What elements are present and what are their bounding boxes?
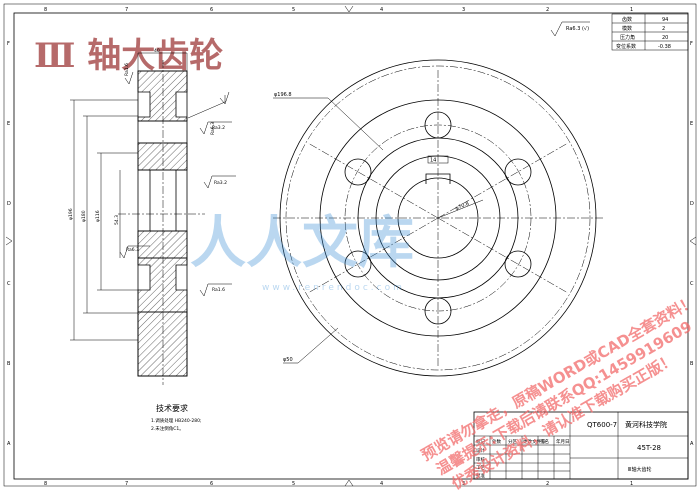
dim-w: 40 <box>154 48 160 54</box>
center-mark-top <box>344 5 354 13</box>
tb-col: 签名 <box>540 438 549 445</box>
ra-label: Ra6.3 <box>210 122 216 135</box>
center-mark-left <box>5 236 13 246</box>
tb-role: 审核 <box>476 456 485 463</box>
zone-mark: 3 <box>462 481 465 487</box>
watermark-logo: 人人文库 www.renrendoc.com <box>190 210 414 293</box>
drawing-number: QT600-7 <box>587 421 617 429</box>
zone-mark: 8 <box>44 481 47 487</box>
inner-border <box>13 12 689 480</box>
zone-marks-left: F E D C B A <box>7 41 11 447</box>
zone-mark: 2 <box>546 7 549 13</box>
zone-mark: F <box>690 41 693 47</box>
overlay-title: Ⅲ 轴大齿轮 <box>34 36 223 76</box>
tb-col: 处数 <box>492 438 501 445</box>
tech-requirements: 技术要求 1.调质处理 HB240-280; 2.未注倒角C1。 <box>151 403 202 432</box>
zone-mark: 3 <box>462 7 465 13</box>
zone-mark: 7 <box>125 7 128 13</box>
zone-mark: 1 <box>630 7 633 13</box>
zone-mark: 6 <box>210 481 213 487</box>
zone-mark: 7 <box>125 481 128 487</box>
zone-mark: 4 <box>380 7 383 13</box>
center-mark-right <box>689 236 697 246</box>
dim-label-circle: φ70.8 <box>455 201 471 212</box>
watermark-line: 预览请勿拿走，原稿WORD或CAD全套资料！ <box>418 292 698 464</box>
part-name: Ⅲ轴大齿轮 <box>628 466 651 473</box>
zone-mark: C <box>7 281 11 287</box>
dim-outer: φ196.8 <box>274 92 292 98</box>
tb-role: 工艺 <box>476 465 485 471</box>
tb-role: 设计 <box>476 447 485 454</box>
zone-marks-right: F E D C B A <box>690 41 694 447</box>
param-value: 94 <box>662 17 668 23</box>
dim-d2: φ180 <box>81 210 87 222</box>
ra-label: Ra1.6 <box>212 287 225 293</box>
section-view: 40 φ196 φ180 φ116 54.3 Ra1.6 Ra3.2 Ra3.2… <box>68 48 236 385</box>
param-value: -0.38 <box>658 44 671 50</box>
param-name: 变位系数 <box>616 43 636 50</box>
zone-mark: D <box>7 201 11 207</box>
zone-mark: 1 <box>630 481 633 487</box>
tb-col: 分区 <box>508 438 517 445</box>
zone-mark: E <box>7 121 10 127</box>
zone-mark: 2 <box>546 481 549 487</box>
center-mark-bottom <box>344 479 354 487</box>
zone-mark: B <box>690 361 694 367</box>
front-view: φ196.8 φ70.8 14 φ50 <box>273 59 603 377</box>
zone-mark: 5 <box>292 7 295 13</box>
dim-d1: φ196 <box>68 208 74 220</box>
watermark-text: 预览请勿拿走，原稿WORD或CAD全套资料！ 温馨提示:下载后请联系QQ:145… <box>418 292 698 490</box>
zone-mark: 8 <box>44 7 47 13</box>
zone-mark: 6 <box>210 7 213 13</box>
tech-item: 2.未注倒角C1。 <box>151 425 184 432</box>
ra-label: Ra3.2 <box>212 125 225 131</box>
dim-key-width: 14 <box>430 158 436 164</box>
dim-d3: φ116 <box>95 210 101 222</box>
roughness-note: Ra6.3 (√) <box>566 26 589 32</box>
tb-col: 标记 <box>476 438 485 445</box>
zone-marks-bottom: 8 7 6 5 4 3 2 1 <box>44 481 633 487</box>
title-block: QT600-7 黄河科技学院 45T-28 Ⅲ轴大齿轮 标记 处数 分区 更改文… <box>473 411 689 480</box>
zone-marks-top: 8 7 6 5 4 3 2 1 <box>44 7 633 13</box>
param-name: 齿数 <box>622 16 632 23</box>
material: 45T-28 <box>637 444 661 452</box>
parameter-table: 齿数 94 模数 2 压力角 20 变位系数 -0.38 <box>611 13 689 51</box>
pitch-circle <box>285 65 591 371</box>
zone-mark: E <box>690 121 693 127</box>
tb-col: 年月日 <box>556 438 570 445</box>
zone-mark: 4 <box>380 481 383 487</box>
tech-title: 技术要求 <box>156 403 188 413</box>
dim-key: 54.3 <box>114 215 120 225</box>
tech-item: 1.调质处理 HB240-280; <box>151 417 202 424</box>
zone-mark: 5 <box>292 481 295 487</box>
zone-mark: F <box>7 41 10 47</box>
param-name: 模数 <box>622 25 632 32</box>
zone-mark: A <box>690 441 694 447</box>
general-roughness: Ra6.3 (√) <box>550 21 590 37</box>
param-name: 压力角 <box>620 34 635 41</box>
zone-mark: C <box>690 281 694 287</box>
ra-label: Ra6.3 <box>126 247 139 253</box>
dim-inner: φ50 <box>283 357 293 363</box>
tb-col: 更改文件号 <box>523 438 546 445</box>
zone-mark: B <box>7 361 11 367</box>
ra-label: Ra1.6 <box>124 63 130 76</box>
tb-role: 批准 <box>476 472 485 479</box>
school-name: 黄河科技学院 <box>625 420 667 429</box>
watermark-line: 温馨提示:下载后请联系QQ:1459919609 <box>433 317 695 479</box>
ra-label: Ra3.2 <box>214 180 227 186</box>
zone-mark: D <box>690 201 694 207</box>
param-value: 20 <box>662 35 668 41</box>
logo-url: www.renrendoc.com <box>262 283 405 293</box>
logo-text: 人人文库 <box>190 210 414 276</box>
param-value: 2 <box>662 26 665 32</box>
zone-mark: A <box>7 441 11 447</box>
